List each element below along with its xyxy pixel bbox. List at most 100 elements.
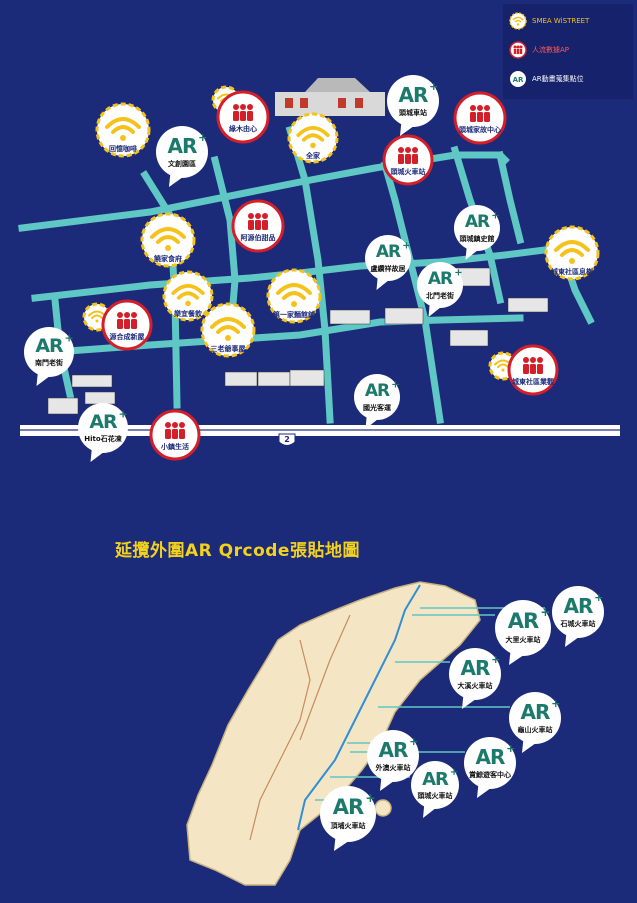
ar-bubble-icon: + xyxy=(552,586,604,647)
road-ne xyxy=(495,150,525,245)
wifi-poi[interactable]: 城東社區息樹 xyxy=(543,224,601,282)
ar-title: AR xyxy=(398,83,429,108)
crowd-poi[interactable]: 城東社區業觀 xyxy=(506,343,560,397)
crowd-icon xyxy=(216,90,270,144)
ar-marker-icon: AR xyxy=(510,71,526,87)
ar-bubble-icon: + xyxy=(454,205,500,260)
svg-text:+: + xyxy=(198,131,207,144)
svg-text:+: + xyxy=(119,408,128,421)
wifi-poi[interactable]: 三老爺事屋 xyxy=(199,301,257,359)
crowd-poi[interactable]: 綠木由心 xyxy=(215,89,271,145)
crowd-poi[interactable]: 頭城家故中心 xyxy=(452,90,508,146)
highway-number: 2 xyxy=(284,435,290,444)
wifi-icon xyxy=(266,268,322,324)
legend-row-crowd: 人流數據AP xyxy=(509,41,569,59)
ar-label: 大里火車站 xyxy=(505,636,541,644)
crowd-poi[interactable]: 頭城火車站 xyxy=(381,133,435,187)
svg-text:+: + xyxy=(540,605,550,619)
svg-text:+: + xyxy=(409,735,418,748)
ar-title: AR xyxy=(378,738,409,763)
ar-label: 文創園區 xyxy=(168,159,196,168)
wifi-icon xyxy=(287,112,339,164)
highway-shield-icon xyxy=(278,433,296,446)
crowd-poi-label: 小鎮生活 xyxy=(161,443,189,451)
ar-title: AR xyxy=(167,134,198,159)
ar-bubble-icon: + xyxy=(411,761,459,818)
crowd-poi-label: 綠木由心 xyxy=(229,125,257,133)
train-station-building xyxy=(275,78,385,116)
wifi-poi-label: 全家 xyxy=(306,152,320,161)
crowd-poi[interactable]: 源合成新屋 xyxy=(100,298,154,352)
ar-title: AR xyxy=(364,381,390,402)
ar-bubble-icon: + xyxy=(417,262,463,317)
ar-title: AR xyxy=(475,745,506,770)
svg-text:+: + xyxy=(551,697,560,710)
wifi-poi[interactable]: 饒家食府 xyxy=(139,211,197,269)
crowd-icon xyxy=(507,344,559,396)
road-central-ns xyxy=(285,125,334,424)
wifi-poi[interactable]: 樂宜餐飲 xyxy=(161,269,215,323)
ar-title: AR xyxy=(460,656,491,681)
ar-label: 石城火車站 xyxy=(560,619,596,628)
crowd-poi-label: 阿源伯甜品 xyxy=(240,234,276,242)
ar-bubble-icon: + xyxy=(495,600,551,665)
wifi-poi-label: 城東社區息樹 xyxy=(551,268,593,277)
wifi-poi[interactable]: 回憶咖啡 xyxy=(94,101,152,159)
ar-bubble-icon: + xyxy=(387,75,439,136)
ar-label: 龜山火車站 xyxy=(517,725,553,734)
ar-bubble-icon: + xyxy=(365,235,411,290)
svg-text:+: + xyxy=(454,267,462,278)
ar-poi[interactable]: +AR 南門老街 xyxy=(20,323,78,387)
wifi-poi-label: 回憶咖啡 xyxy=(109,145,137,154)
ar-label: 外澳火車站 xyxy=(375,763,411,772)
legend-row-wifi: SMEA WiSTREET xyxy=(509,12,589,30)
ar-label: 頂埔火車站 xyxy=(330,822,366,830)
ar-title: AR xyxy=(427,269,453,290)
section-title: 延攬外圍AR Qrcode張貼地圖 xyxy=(115,541,360,561)
wifi-poi-label: 樂宜餐飲 xyxy=(174,310,202,319)
svg-text:+: + xyxy=(491,210,499,221)
highway-2-centerline xyxy=(20,429,620,431)
wifi-poi[interactable]: 第一家麵館鋪 xyxy=(265,267,323,325)
svg-text:+: + xyxy=(391,379,399,390)
crowd-poi[interactable]: 小鎮生活 xyxy=(148,408,202,462)
ar-title: AR xyxy=(563,594,594,619)
ar-label: 南門老街 xyxy=(35,359,63,368)
crowd-poi[interactable]: 阿源伯甜品 xyxy=(230,198,286,254)
crowd-poi-label: 頭城火車站 xyxy=(390,168,426,176)
svg-text:+: + xyxy=(429,80,438,93)
crowd-icon xyxy=(509,41,527,59)
ar-title: AR xyxy=(35,335,63,357)
ar-bubble-icon: + xyxy=(24,327,74,386)
wifi-icon xyxy=(95,102,151,158)
ar-label: 盧纘祥故居 xyxy=(370,264,406,273)
svg-text:+: + xyxy=(491,653,500,666)
legend: SMEA WiSTREET 人流數據AP AR AR動畫蒐集點位 xyxy=(503,4,633,99)
svg-text:+: + xyxy=(450,767,458,778)
wifi-poi[interactable]: 全家 xyxy=(286,111,340,165)
ar-label: 大溪火車站 xyxy=(457,681,493,690)
svg-text:+: + xyxy=(65,332,74,345)
heritage-buildings xyxy=(47,267,549,415)
wifi-icon xyxy=(544,225,600,281)
ar-label: 北門老街 xyxy=(426,291,454,300)
svg-text:AR: AR xyxy=(513,76,524,84)
svg-text:+: + xyxy=(365,791,375,805)
